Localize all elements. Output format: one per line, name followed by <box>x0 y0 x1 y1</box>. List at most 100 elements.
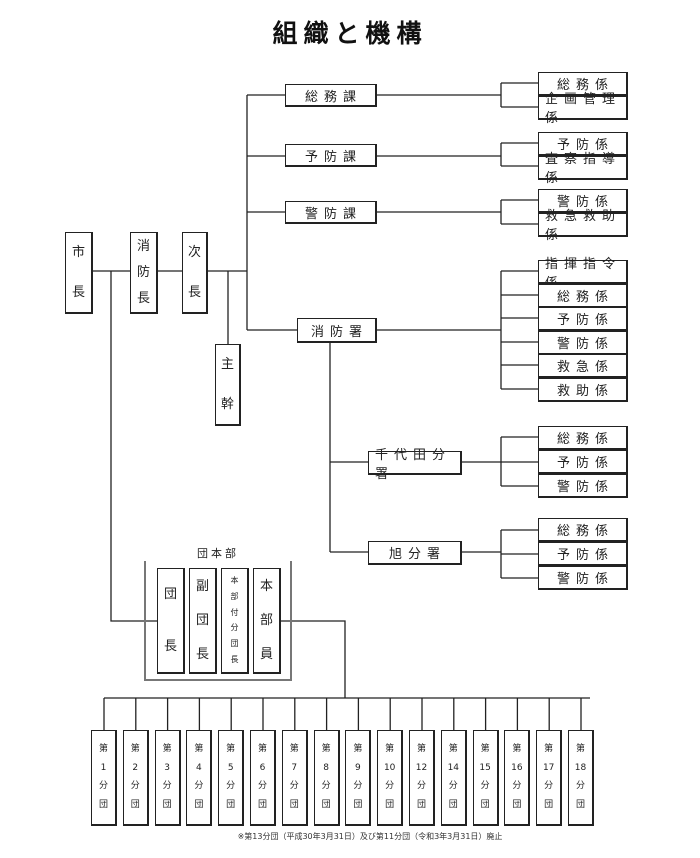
section-box: 消防署 <box>297 318 377 343</box>
corps-unit-char: 団 <box>544 800 554 811</box>
branch-sub-box: 総務係 <box>538 518 628 542</box>
corps-unit-char: 団 <box>353 800 363 811</box>
corps-unit-char: 団 <box>385 800 395 811</box>
branch-sub-box: 予防係 <box>538 450 628 474</box>
subsection-box: 予防係 <box>538 132 628 156</box>
chief-officer-box-char: 幹 <box>220 396 234 412</box>
corps-unit-char: 第 <box>512 743 522 754</box>
corps-hq-label: 団本部 <box>144 545 292 561</box>
corps-unit-box: 第 4 分団 <box>186 730 213 826</box>
corps-unit-char: 分 <box>416 781 426 792</box>
subsection-box: 査察指導係 <box>538 152 628 186</box>
corps-unit-char: 団 <box>416 800 426 811</box>
corps-unit-char: 団 <box>194 800 204 811</box>
corps-member-box-char: 部 <box>230 591 239 601</box>
fire-chief-box-char: 長 <box>136 291 150 307</box>
corps-unit-box: 第 18 分団 <box>568 730 594 826</box>
corps-unit-char: 第 <box>321 743 331 754</box>
branch-sub-box: 予防係 <box>538 542 628 566</box>
branch-sub-box: 警防係 <box>538 474 628 498</box>
corps-member-box-char: 団 <box>195 612 209 628</box>
corps-member-box-char: 本 <box>259 578 273 594</box>
corps-unit-char: 団 <box>226 800 236 811</box>
corps-unit-char: 分 <box>512 781 522 792</box>
deputy-box-char: 長 <box>187 284 201 300</box>
corps-member-box-char: 部 <box>259 612 273 628</box>
corps-unit-char: 分 <box>289 781 299 792</box>
corps-unit-char: 第 <box>289 743 299 754</box>
corps-unit-box: 第 7 分団 <box>281 730 308 826</box>
corps-unit-char: 分 <box>385 781 395 792</box>
corps-member-box-char: 副 <box>195 578 209 594</box>
section-box: 予防課 <box>285 144 377 167</box>
corps-member-box-char: 長 <box>163 638 177 654</box>
corps-unit-char: 18 <box>574 762 587 773</box>
corps-unit-char: 団 <box>98 800 108 811</box>
corps-unit-char: 分 <box>353 781 363 792</box>
corps-unit-char: 分 <box>226 781 236 792</box>
corps-unit-char: 第 <box>448 743 458 754</box>
corps-unit-char: 5 <box>227 762 234 773</box>
corps-unit-char: 第 <box>98 743 108 754</box>
subsection-box: 救急救助係 <box>538 209 628 243</box>
corps-member-box-char: 長 <box>230 655 239 665</box>
branch-box: 旭分署 <box>368 541 462 565</box>
branch-box: 千代田分署 <box>368 448 462 482</box>
corps-unit-char: 10 <box>383 762 396 773</box>
corps-unit-char: 第 <box>353 743 363 754</box>
subsection-box: 救助係 <box>538 377 628 402</box>
corps-unit-char: 8 <box>323 762 329 773</box>
section-box: 警防課 <box>285 201 377 224</box>
corps-unit-char: 分 <box>575 781 585 792</box>
corps-unit-char: 分 <box>194 781 204 792</box>
corps-unit-char: 団 <box>575 800 585 811</box>
subsection-box: 救急係 <box>538 354 628 378</box>
corps-member-box-char: 分 <box>230 623 239 633</box>
corps-member-box-char: 本 <box>230 575 239 585</box>
mayor-box-char: 長 <box>71 284 85 300</box>
fire-chief-box-char: 消 <box>136 238 150 254</box>
chief-officer-box: 主幹 <box>215 344 241 426</box>
page-title: 組織と機構 <box>272 19 428 48</box>
corps-member-box-char: 員 <box>259 647 273 663</box>
corps-unit-char: 9 <box>355 762 361 773</box>
corps-unit-char: 15 <box>479 762 491 773</box>
mayor-box: 市長 <box>65 232 93 314</box>
corps-unit-char: 第 <box>575 743 585 754</box>
corps-unit-char: 3 <box>164 762 170 773</box>
corps-unit-char: 団 <box>321 800 331 811</box>
corps-unit-char: 団 <box>480 800 490 811</box>
corps-member-box: 本部付分団長 <box>221 568 249 674</box>
corps-unit-char: 第 <box>162 743 172 754</box>
corps-unit-char: 分 <box>130 781 140 792</box>
corps-unit-char: 分 <box>257 781 267 792</box>
branch-sub-box: 総務係 <box>538 426 628 450</box>
corps-unit-char: 団 <box>257 800 267 811</box>
corps-member-box-char: 団 <box>230 639 239 649</box>
corps-hq-frame <box>144 559 292 681</box>
corps-unit-char: 第 <box>194 743 204 754</box>
corps-unit-char: 団 <box>289 800 299 811</box>
corps-unit-char: 団 <box>448 800 458 811</box>
corps-member-box-char: 団 <box>163 587 177 603</box>
corps-unit-char: 16 <box>511 762 523 773</box>
corps-unit-char: 分 <box>480 781 490 792</box>
branch-sub-box: 警防係 <box>538 566 628 590</box>
corps-member-box-char: 長 <box>195 647 209 663</box>
corps-unit-char: 4 <box>196 762 202 773</box>
corps-unit-char: 7 <box>291 762 298 773</box>
corps-member-box-char: 付 <box>230 607 239 617</box>
footnote: ※第13分団（平成30年3月31日）及び第11分団（令和3年3月31日）廃止 <box>237 832 503 841</box>
